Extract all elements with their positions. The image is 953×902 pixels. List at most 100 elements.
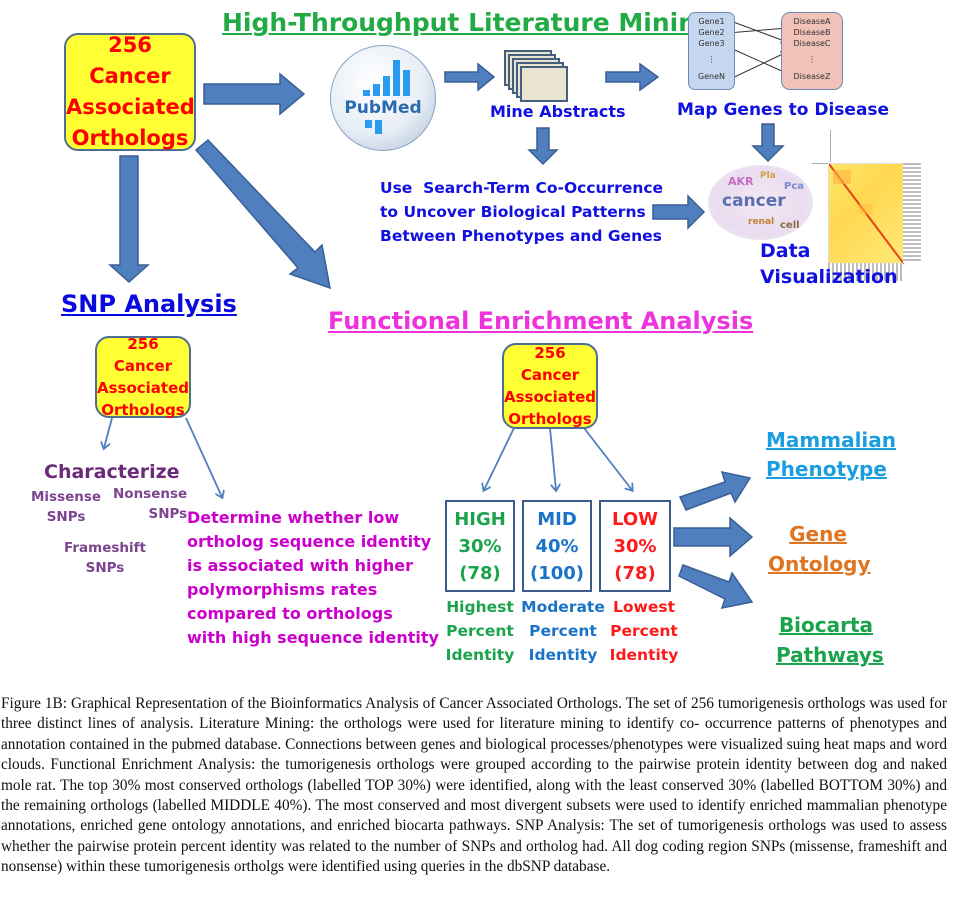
arrow-to-high: [484, 427, 515, 490]
snp-box-line: 256 Cancer: [113, 335, 173, 375]
word-cloud-word: AKR: [728, 175, 754, 188]
cooccurrence-line: to Uncover Biological Patterns: [380, 203, 646, 221]
desc-line: Identity: [528, 646, 598, 664]
gene-item: GeneN: [697, 72, 726, 81]
arrow-to-mid: [549, 427, 556, 490]
functional-enrichment-title: Functional Enrichment Analysis: [328, 307, 754, 335]
group-high-box: HIGH 30% (78): [445, 500, 515, 592]
gene-ontology-label: Gene Ontology: [768, 519, 871, 579]
word-cloud-image: cancer AKR Pla cell Pca renal: [708, 165, 813, 240]
arrow-to-mammalian: [678, 471, 752, 511]
output-line: Biocarta: [778, 613, 874, 637]
arrow-to-pubmed: [203, 72, 306, 116]
determine-line: is associated with higher: [187, 556, 414, 575]
heatmap-diagonal: [829, 164, 904, 264]
gene-map-line: [727, 50, 788, 81]
missense-snps-label: Missense SNPs: [31, 487, 101, 527]
mine-abstracts-label: Mine Abstracts: [490, 102, 626, 121]
desc-line: Percent: [446, 622, 514, 640]
gene-map-line: [727, 24, 788, 34]
disease-item: DiseaseC: [793, 39, 831, 48]
arrow-to-biocarta: [678, 564, 754, 609]
word-cloud-word: Pla: [760, 171, 776, 181]
group-low-box: LOW 30% (78): [599, 500, 671, 592]
group-name: HIGH: [454, 508, 506, 530]
data-vis-line: Data: [760, 240, 811, 262]
disease-list-box: DiseaseA DiseaseB DiseaseC ⋮ DiseaseZ: [781, 12, 843, 90]
functional-box-line: Associated: [504, 388, 597, 406]
determine-line: Determine whether low: [187, 508, 400, 527]
snp-analysis-title: SNP Analysis: [61, 290, 237, 318]
functional-box-line: Orthologs: [508, 410, 592, 428]
gene-item: Gene1: [698, 17, 725, 26]
gene-item: ⋮: [707, 55, 716, 64]
group-percent: 30%: [458, 535, 502, 557]
determine-text: Determine whether low ortholog sequence …: [187, 506, 439, 650]
heatmap-labels-bottom: [828, 263, 903, 281]
disease-item: DiseaseZ: [793, 72, 831, 81]
arrows-layer: [0, 19, 794, 609]
characterize-label: Characterize: [44, 461, 180, 483]
determine-line: compared to orthologs: [187, 604, 393, 623]
data-vis-line: Visualization: [760, 266, 898, 288]
source-box-line: Orthologs: [71, 126, 189, 150]
nonsense-snps-label: Nonsense SNPs: [113, 484, 187, 524]
data-visualization-label: Data Visualization: [760, 238, 898, 290]
pubmed-bars-icon: [363, 60, 410, 134]
disease-item: DiseaseB: [793, 28, 831, 37]
snp-box-line: Associated: [97, 379, 190, 397]
biocarta-pathways-label: Biocarta Pathways: [776, 610, 884, 670]
disease-item: DiseaseA: [793, 17, 831, 26]
functional-orthologs-box: 256 Cancer Associated Orthologs: [502, 343, 598, 429]
desc-line: Highest: [446, 598, 514, 616]
heatmap-dendrogram-top: [830, 130, 903, 162]
group-count: (100): [529, 562, 585, 584]
word-cloud-word: Pca: [784, 181, 805, 192]
determine-line: ortholog sequence identity: [187, 532, 432, 551]
arrow-to-snp: [108, 155, 150, 284]
group-mid-description: Moderate Percent Identity: [518, 595, 608, 667]
determine-line: polymorphisms rates: [187, 580, 378, 599]
literature-mining-title: High-Throughput Literature Mining: [222, 8, 714, 37]
word-cloud-word: cancer: [722, 191, 786, 211]
source-box-line: 256 Cancer: [89, 33, 171, 88]
snp-box-line: Orthologs: [101, 401, 185, 419]
caption-text: Graphical Representation of the Bioinfor…: [1, 695, 947, 876]
group-percent: 30%: [613, 535, 657, 557]
group-name: MID: [537, 508, 577, 530]
frameshift-snps-label: Frameshift SNPs: [64, 538, 146, 578]
arrow-to-characterize: [104, 417, 113, 448]
arrow-to-gene-ontology: [673, 516, 754, 558]
output-line: Pathways: [776, 643, 884, 667]
frameshift-line: Frameshift: [64, 540, 146, 556]
disease-item: ⋮: [808, 55, 816, 64]
desc-line: Percent: [610, 622, 678, 640]
caption-label: Figure 1B:: [1, 695, 67, 712]
heatmap-labels-right: [903, 163, 921, 263]
pubmed-logo: PubMed: [330, 45, 436, 151]
group-count: (78): [614, 562, 656, 584]
arrow-to-map: [605, 62, 660, 92]
gene-list-box: Gene1 Gene2 Gene3 ⋮ GeneN: [688, 12, 735, 90]
cooccurrence-text: Use Search-Term Co-Occurrence to Uncover…: [380, 176, 663, 248]
cooccurrence-line: Between Phenotypes and Genes: [380, 227, 662, 245]
figure-caption: Figure 1B: Graphical Representation of t…: [1, 694, 947, 878]
heatmap-dendrogram-left: [812, 163, 828, 264]
nonsense-line: SNPs: [148, 506, 188, 522]
missense-line: Missense: [31, 489, 102, 505]
desc-line: Moderate: [521, 598, 605, 616]
snp-orthologs-box: 256 Cancer Associated Orthologs: [95, 335, 191, 419]
group-mid-box: MID 40% (100): [522, 500, 592, 592]
determine-line: with high sequence identity: [187, 628, 439, 647]
arrow-map-down: [751, 123, 785, 163]
group-low-description: Lowest Percent Identity: [599, 595, 689, 667]
word-cloud-word: renal: [748, 217, 775, 227]
pubmed-label: PubMed: [344, 98, 422, 118]
mammalian-phenotype-label: Mammalian Phenotype: [766, 426, 896, 484]
arrow-to-visualization: [652, 194, 706, 230]
arrow-to-low: [583, 427, 632, 490]
desc-line: Lowest: [613, 598, 675, 616]
map-genes-label: Map Genes to Disease: [677, 100, 890, 120]
desc-line: Identity: [445, 646, 515, 664]
desc-line: Percent: [529, 622, 597, 640]
